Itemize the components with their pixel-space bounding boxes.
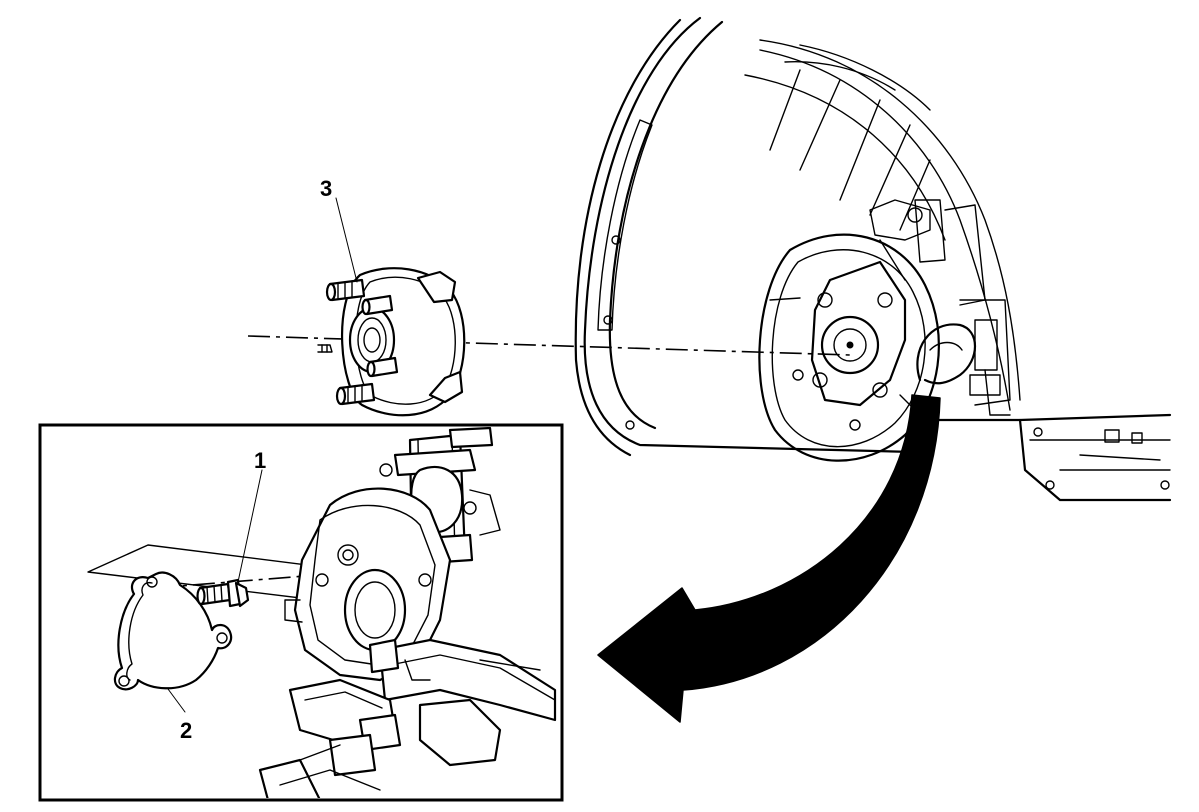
callout-3-label: 3: [320, 176, 332, 201]
callout-1-label: 1: [254, 448, 266, 473]
hub-seal-gasket: [113, 571, 233, 691]
inset-detail-view: 1 2: [38, 423, 564, 802]
wheel-hub-bearing: [317, 267, 466, 417]
callout-1-leader: [237, 469, 263, 583]
wheel-well-body: [574, 16, 1172, 502]
callout-2-leader: [167, 688, 186, 713]
wheel-stud: [335, 382, 376, 406]
hub-axis-line: [247, 335, 851, 356]
wheel-stud: [361, 294, 394, 316]
curved-arrow: [597, 394, 941, 723]
wheel-stud: [366, 356, 399, 378]
knuckle-backing-plate: [758, 199, 976, 462]
knuckle-assembly: [258, 427, 557, 798]
callout-2-label: 2: [180, 718, 192, 743]
callout-3-leader: [335, 197, 358, 283]
hub-bolt: [196, 578, 250, 608]
wheel-stud: [325, 278, 366, 302]
